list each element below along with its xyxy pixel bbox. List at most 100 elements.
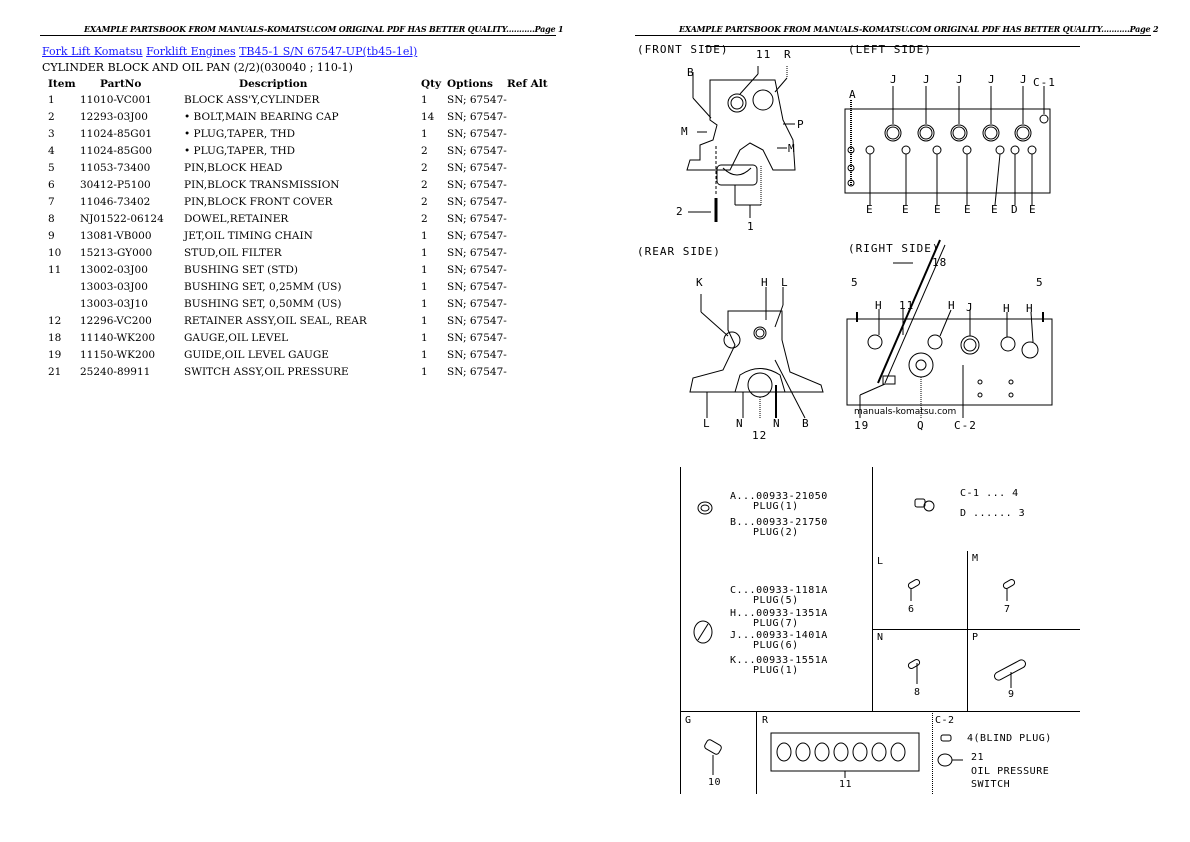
pin-icons	[907, 579, 1026, 688]
part-number: 11024-85G00	[80, 145, 153, 157]
cell-label-c-2: C-2	[935, 715, 955, 726]
col-options: Options	[447, 77, 493, 90]
callout-e: E	[934, 203, 942, 216]
ref-alt	[507, 111, 548, 128]
options: SN; 67547-	[447, 332, 507, 344]
callout-e: E	[1029, 203, 1037, 216]
ref-alt	[507, 179, 548, 196]
switch-label: SWITCH	[971, 779, 1011, 790]
ref-alt	[507, 332, 548, 349]
col-item: Item	[48, 77, 76, 90]
breadcrumb-link-model[interactable]: TB45-1 S/N 67547-UP(tb45-1el)	[239, 45, 418, 58]
description: • PLUG,TAPER, THD	[184, 128, 296, 140]
legend-plug-c-name: PLUG(5)	[753, 595, 799, 606]
callout-11: 11	[899, 299, 915, 312]
description: • PLUG,TAPER, THD	[184, 145, 296, 157]
part-number: 25240-89911	[80, 366, 151, 378]
ref-alt	[507, 315, 548, 332]
breadcrumb-link-fork-lift[interactable]: Fork Lift Komatsu	[42, 45, 143, 58]
cell-label-g: G	[685, 715, 692, 726]
view-title-right: (RIGHT SIDE)	[848, 242, 940, 255]
cell-label-r: R	[762, 715, 769, 726]
description: PIN,BLOCK HEAD	[184, 162, 283, 174]
ref-alt	[507, 145, 548, 162]
legend-plug-b-name: PLUG(2)	[753, 527, 799, 538]
description: BUSHING SET, 0,50MM (US)	[184, 298, 342, 310]
quantity: 2	[421, 162, 428, 174]
options: SN; 67547-	[447, 247, 507, 259]
item-number: 12	[48, 315, 62, 327]
part-number: 15213-GY000	[80, 247, 153, 259]
view-title-left: (LEFT SIDE)	[848, 43, 932, 56]
item-number: 1	[48, 94, 55, 106]
description: • BOLT,MAIN BEARING CAP	[184, 111, 339, 123]
callout-h: H	[875, 299, 883, 312]
front-side-drawing	[686, 66, 796, 222]
options: SN; 67547-	[447, 315, 507, 327]
parts-diagram: (FRONT SIDE) (LEFT SIDE) (REAR SIDE) (RI…	[595, 0, 1190, 842]
description: BLOCK ASS'Y,CYLINDER	[184, 94, 320, 106]
quantity: 1	[421, 298, 428, 310]
plug-ab-icon	[693, 501, 713, 644]
view-title-front: (FRONT SIDE)	[637, 43, 729, 56]
item-number: 2	[48, 111, 55, 123]
description: STUD,OIL FILTER	[184, 247, 282, 259]
quantity: 1	[421, 94, 428, 106]
ref-alt	[507, 196, 548, 213]
legend-divider	[756, 711, 757, 794]
description: DOWEL,RETAINER	[184, 213, 289, 225]
callout-12: 12	[752, 429, 768, 442]
legend-divider	[967, 551, 968, 712]
cell-number-6: 6	[908, 604, 915, 615]
callout-a: A	[849, 88, 857, 101]
callout-5: 5	[851, 276, 859, 289]
callout-r: R	[784, 48, 792, 61]
part-number: 11140-WK200	[80, 332, 156, 344]
options: SN; 67547-	[447, 298, 507, 310]
part-number: 13081-VB000	[80, 230, 152, 242]
quantity: 1	[421, 247, 428, 259]
callout-j: J	[966, 301, 974, 314]
cell-number-9: 9	[1008, 689, 1015, 700]
page-header: EXAMPLE PARTSBOOK FROM MANUALS-KOMATSU.C…	[679, 24, 1159, 34]
options: SN; 67547-	[447, 111, 507, 123]
callout-j: J	[1020, 73, 1028, 86]
ref-alt	[507, 128, 548, 145]
part-number: 13002-03J00	[80, 264, 148, 276]
part-number: NJ01522-06124	[80, 213, 164, 225]
callout-d: D	[1011, 203, 1019, 216]
callout-e: E	[866, 203, 874, 216]
callout-11: 11	[756, 48, 772, 61]
description: GUIDE,OIL LEVEL GAUGE	[184, 349, 329, 361]
watermark: manuals-komatsu.com	[854, 407, 957, 417]
page-header: EXAMPLE PARTSBOOK FROM MANUALS-KOMATSU.C…	[84, 24, 564, 34]
legend-plug-c-code: C...00933-1181A	[730, 585, 828, 596]
legend-divider	[872, 467, 873, 712]
right-side-drawing	[846, 239, 1053, 418]
options: SN; 67547-	[447, 230, 507, 242]
parts-table: Item PartNo Description Qty Options Ref …	[44, 77, 548, 383]
callout-h: H	[948, 299, 956, 312]
ref-alt	[507, 298, 548, 315]
breadcrumb-link-engines[interactable]: Forklift Engines	[146, 45, 236, 58]
legend-plug-b-code: B...00933-21750	[730, 517, 828, 528]
callout-n: N	[736, 417, 744, 430]
page-1: EXAMPLE PARTSBOOK FROM MANUALS-KOMATSU.C…	[40, 24, 564, 383]
callout-18: 18	[932, 256, 948, 269]
header-rule	[635, 35, 1151, 36]
cell-label-n: N	[877, 632, 884, 643]
callout-l: L	[781, 276, 789, 289]
callout-e: E	[902, 203, 910, 216]
description: BUSHING SET (STD)	[184, 264, 298, 276]
diagram-top-rule	[705, 46, 1080, 47]
callout-h: H	[1003, 302, 1011, 315]
options: SN; 67547-	[447, 179, 507, 191]
part-number: 13003-03J10	[80, 298, 148, 310]
cell-label-m: M	[972, 553, 979, 564]
part-number: 12293-03J00	[80, 111, 148, 123]
